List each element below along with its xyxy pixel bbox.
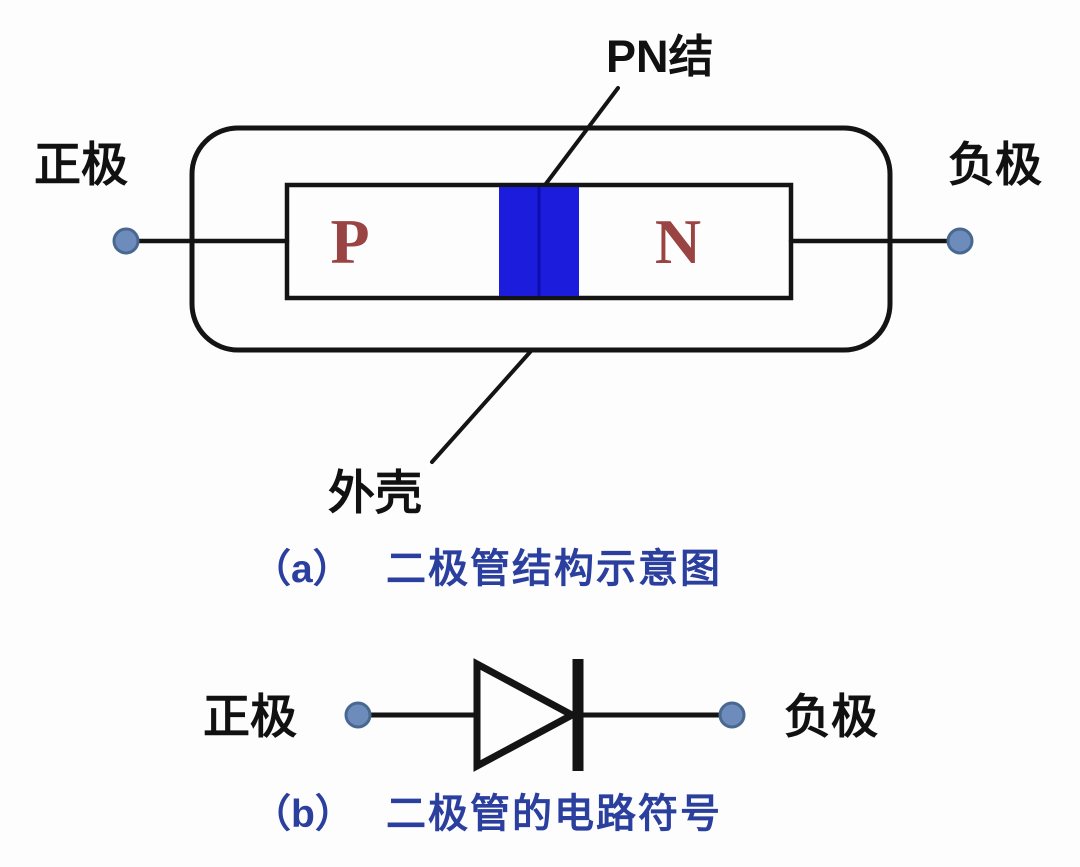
cathode-label-a: 负极 [948,138,1042,191]
caption-b-index: （b） [252,793,354,836]
p-region-letter: P [330,206,369,277]
caption-b-text: 二极管的电路符号 [386,792,722,836]
cathode-terminal-dot-a [946,227,974,255]
figure-a: P N PN结 正极 负极 外壳 （a） 二极管结构示意图 [34,31,1042,591]
diode-triangle [473,658,580,772]
n-region-letter: N [655,206,701,277]
anode-terminal-dot-a [112,227,140,255]
pn-junction-pointer-line [537,86,620,195]
anode-terminal-dot-b [344,701,372,729]
semiconductor-body-rect [284,182,794,301]
pn-junction-label: PN结 [606,31,714,82]
caption-a-index: （a） [252,548,352,591]
anode-label-a: 正极 [34,138,128,191]
caption-a-text: 二极管结构示意图 [386,547,722,591]
anode-label-b: 正极 [203,690,297,743]
cathode-terminal-dot-b [718,701,746,729]
cathode-label-b: 负极 [784,690,878,743]
shell-label: 外壳 [328,466,422,519]
shell-pointer-line [430,349,533,464]
figure-b: 正极 负极 （b） 二极管的电路符号 [203,658,878,836]
